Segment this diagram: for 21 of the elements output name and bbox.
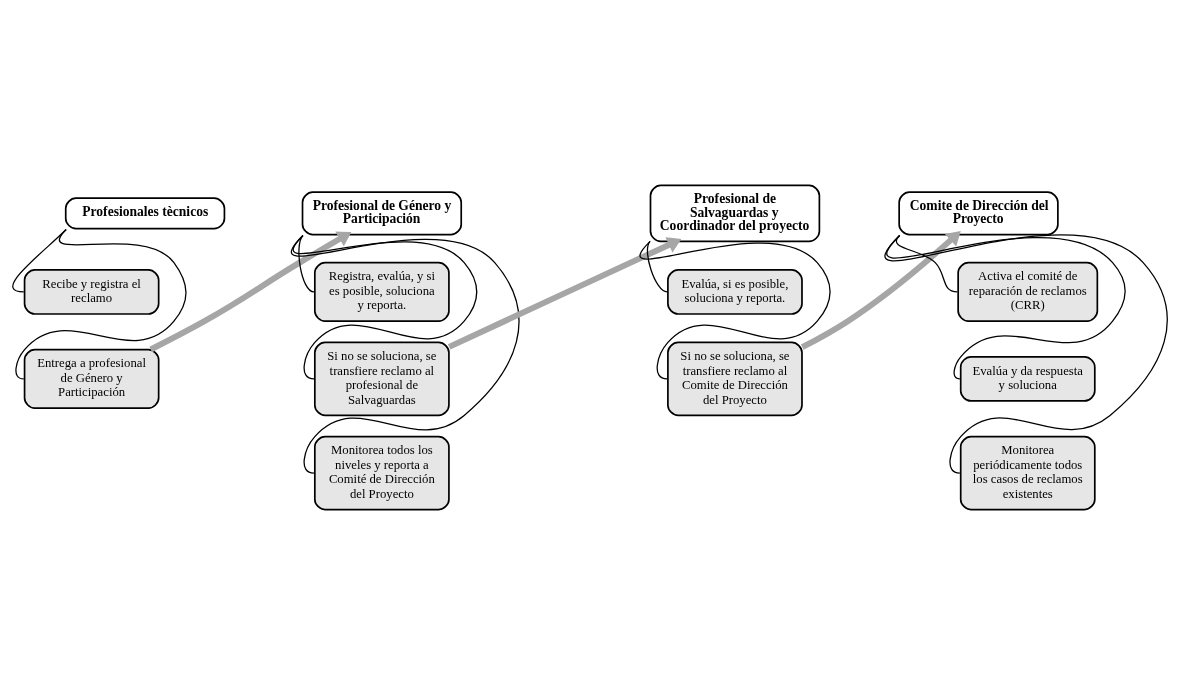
node-box: Registra, evalúa, y si es posible, soluciona y reporta. [313, 261, 450, 323]
node-box: Si no se soluciona, se transfiere reclamo al profesional de Salvaguardas [313, 341, 450, 417]
connector [895, 234, 958, 293]
node-box: Recibe y registra el reclamo [23, 269, 160, 315]
node-box: Monitorea periódicamente todos los casos de reclamos existentes [959, 435, 1096, 511]
node-box: Entrega a profesional de Género y Participación [23, 348, 160, 410]
node-box: Profesional de Salvaguardas y Coordinador del proyecto [649, 184, 821, 243]
node-box: Evalúa y da respuesta y soluciona [959, 356, 1096, 402]
node-box: Monitorea todos los niveles y reporta a Comité de Dirección del Proyecto [313, 435, 450, 511]
node-box: Evalúa, si es posible, soluciona y reporta. [667, 269, 803, 315]
node-box: Profesionales tècnicos [64, 197, 226, 230]
connector [15, 228, 187, 380]
arrow [149, 231, 352, 353]
node-box: Si no se soluciona, se transfiere reclamo al Comite de Dirección del Proyecto [667, 341, 803, 417]
node-box: Activa el comité de reparación de reclamos (CRR) [957, 261, 1099, 323]
node-box: Comite de Dirección del Proyecto [898, 191, 1059, 236]
arrow [800, 230, 961, 350]
connector [640, 240, 831, 380]
node-box: Profesional de Género y Participación [301, 191, 463, 236]
arrow [447, 237, 682, 350]
connector [886, 234, 1126, 380]
